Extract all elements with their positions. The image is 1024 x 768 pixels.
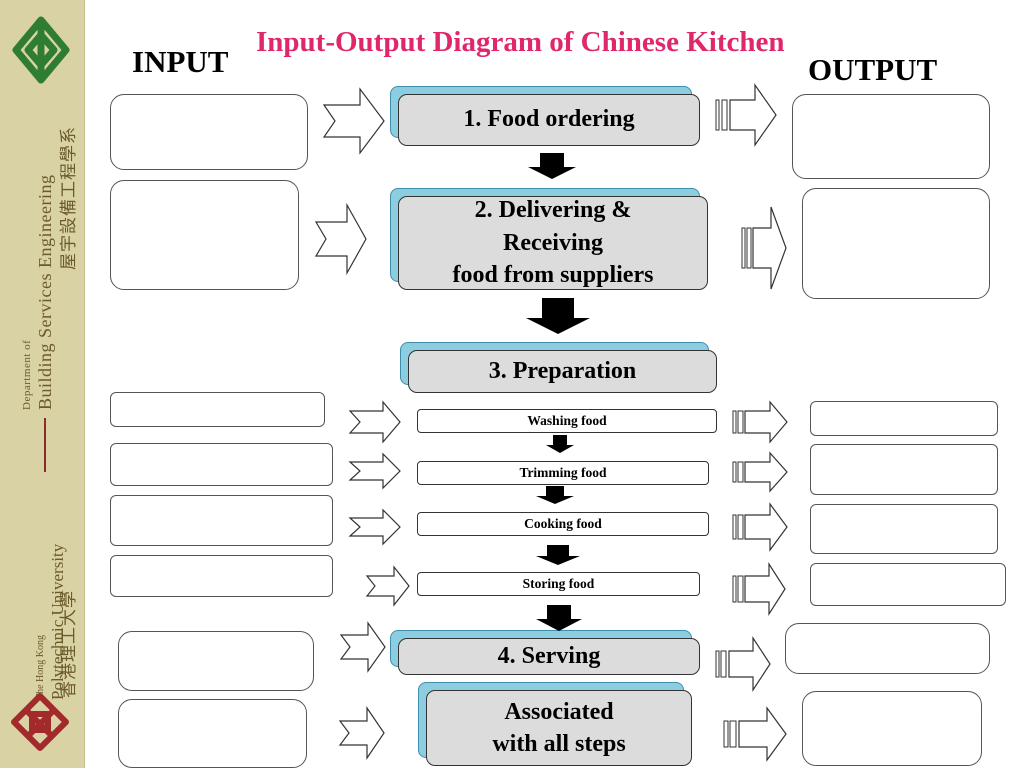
output-arrow-delivering [741,206,787,290]
output-box-cooking [810,504,998,554]
step-associated-line1: Associated [504,698,614,725]
output-box-trimming [810,444,998,495]
output-box-ordering [792,94,990,179]
flow-arrow-3 [546,435,574,453]
input-arrow-ordering [322,87,385,155]
output-arrow-trimming [732,451,788,493]
flow-arrow-2 [526,298,590,334]
output-header: OUTPUT [808,52,938,87]
input-header: INPUT [132,44,229,79]
input-box-storing [110,555,333,597]
step-delivering-line2: Receiving [503,229,603,256]
step-preparation: 3. Preparation [400,342,717,393]
input-arrow-delivering [314,202,367,276]
step-associated: Associated with all steps [418,682,692,766]
step-associated-line2: with all steps [492,731,626,757]
step-serving: 4. Serving [390,630,700,675]
input-arrow-associated [338,706,385,760]
department-name: Department of Building Services Engineer… [14,175,56,410]
input-arrow-serving [339,621,386,673]
step-delivering-line1: 2. Delivering & [474,197,632,224]
output-arrow-storing [732,561,786,617]
input-box-delivering [110,180,299,290]
input-arrow-cooking [348,508,401,546]
input-arrow-storing [365,565,410,607]
output-arrow-serving [715,635,771,693]
step-preparation-label: 3. Preparation [488,357,637,384]
department-logo-icon [12,16,70,84]
input-box-associated [118,699,307,768]
output-arrow-ordering [715,83,777,147]
output-arrow-cooking [732,502,788,552]
substep-trimming: Trimming food [417,461,709,485]
input-arrow-washing [348,400,401,444]
step-food-ordering-label: 1. Food ordering [463,106,635,133]
branding-sidebar: Department of Building Services Engineer… [0,0,85,768]
flow-arrow-5 [536,545,580,565]
input-box-serving [118,631,314,691]
flow-arrow-4 [536,486,574,504]
input-box-ordering [110,94,308,170]
input-box-cooking [110,495,333,546]
sidebar-divider [84,0,85,768]
substep-cooking: Cooking food [417,512,709,536]
slide-title: Input-Output Diagram of Chinese Kitchen [256,26,785,58]
substep-storing: Storing food [417,572,700,596]
output-box-storing [810,563,1006,606]
sidebar-separator-line [44,418,46,472]
substep-washing: Washing food [417,409,717,433]
output-box-delivering [802,188,990,299]
step-food-ordering: 1. Food ordering [390,86,700,146]
university-logo-icon [11,693,69,751]
output-arrow-washing [732,400,788,444]
department-title: Building Services Engineering [35,174,55,410]
department-prefix: Department of [21,339,33,410]
university-name-zh: 香港理工大學 [59,590,78,698]
flow-arrow-6 [536,605,582,631]
input-arrow-trimming [348,452,401,490]
department-name-zh: 屋宇設備工程學系 [59,126,78,270]
step-serving-label: 4. Serving [497,642,601,669]
output-box-washing [810,401,998,436]
output-box-associated [802,691,982,766]
input-box-trimming [110,443,333,486]
output-arrow-associated [723,706,787,762]
input-box-washing [110,392,325,427]
step-delivering-line3: food from suppliers [452,262,654,289]
flow-arrow-1 [528,153,576,179]
step-delivering-receiving: 2. Delivering & Receiving food from supp… [390,188,708,290]
output-box-serving [785,623,990,674]
